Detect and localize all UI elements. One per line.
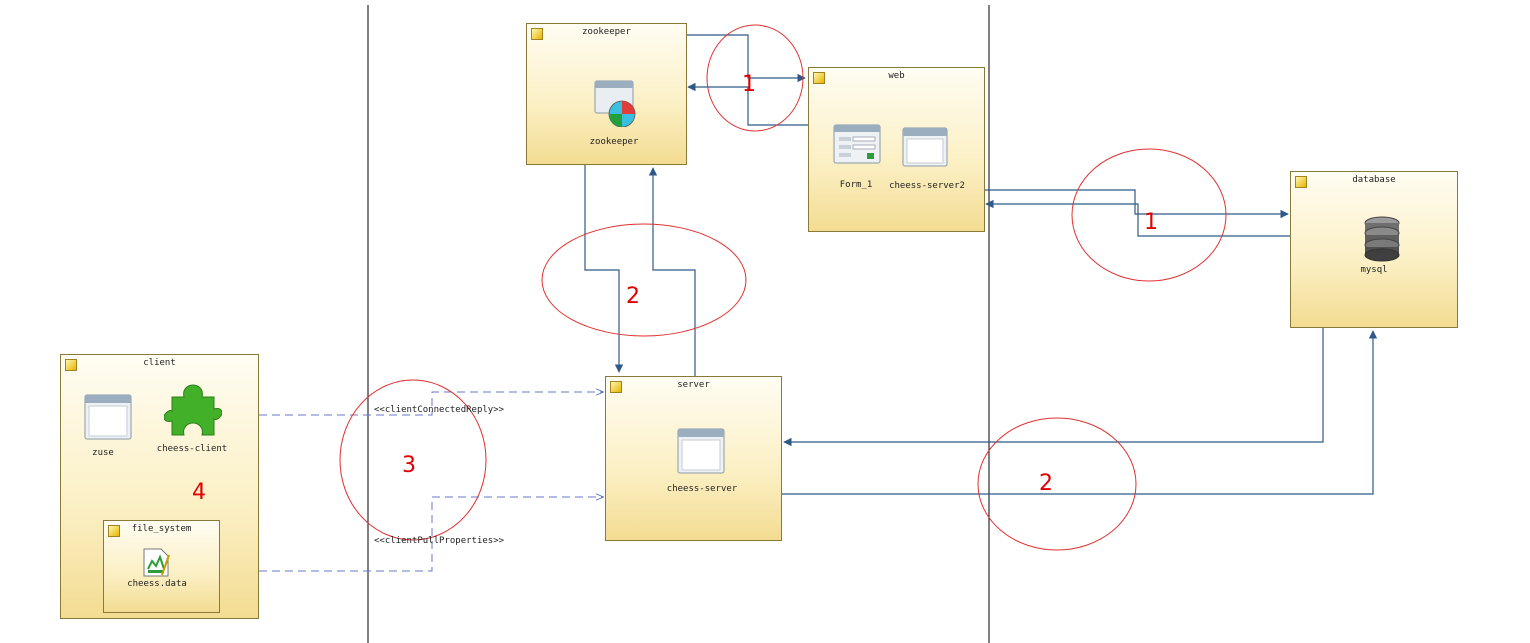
dependency-client-pull-properties[interactable] (259, 497, 603, 572)
annotation-ellipse-2-bottom (977, 417, 1137, 551)
connector-web-to-database[interactable] (985, 189, 1289, 219)
node-icon (65, 359, 77, 371)
dependency-client-connected-reply[interactable] (259, 392, 603, 416)
connector-zookeeper-to-server[interactable] (584, 165, 624, 373)
node-icon (610, 381, 622, 393)
window-icon[interactable] (676, 427, 728, 477)
annotation-ellipse-1-right (1071, 148, 1227, 282)
pie-chart-window-icon[interactable] (593, 79, 641, 127)
node-client[interactable]: client zuse cheess-client file_system ch… (60, 354, 259, 619)
stereotype-client-connected-reply: <<clientConnectedReply>> (374, 405, 505, 415)
node-server[interactable]: server cheess-server (605, 376, 782, 541)
database-icon[interactable] (1362, 215, 1402, 263)
node-icon (108, 525, 120, 537)
annotation-number: 1 (742, 72, 756, 97)
connector-database-to-web[interactable] (985, 199, 1290, 237)
annotation-number: 2 (1039, 471, 1053, 496)
connector-zookeeper-to-web[interactable] (687, 34, 806, 83)
node-title: server (677, 380, 710, 390)
node-database[interactable]: database mysql (1290, 171, 1458, 328)
connector-server-to-zookeeper[interactable] (648, 167, 696, 376)
form-window-icon[interactable] (833, 124, 881, 166)
node-title: file_system (131, 524, 192, 534)
component-label: cheess-client (156, 444, 228, 454)
annotation-number: 1 (1144, 210, 1158, 235)
node-title: client (143, 358, 176, 368)
connector-server-to-database[interactable] (782, 330, 1378, 495)
file-chart-icon[interactable] (142, 547, 172, 579)
connector-database-to-server[interactable] (783, 327, 1324, 447)
connector-web-to-zookeeper[interactable] (687, 82, 810, 126)
component-label: cheess-server2 (889, 181, 965, 191)
window-icon[interactable] (83, 393, 135, 443)
node-title: web (888, 71, 905, 81)
puzzle-piece-icon[interactable] (164, 383, 222, 441)
window-icon[interactable] (901, 126, 953, 170)
node-icon (813, 72, 825, 84)
node-icon (1295, 176, 1307, 188)
component-label: mysql (1360, 265, 1388, 275)
stereotype-client-pull-properties: <<clientPullProperties>> (374, 536, 505, 546)
annotation-number: 2 (626, 284, 640, 309)
node-title: zookeeper (582, 27, 631, 37)
component-label: cheess-server (666, 484, 738, 494)
node-zookeeper[interactable]: zookeeper zookeeper (526, 23, 687, 165)
annotation-ellipse-2-center (541, 223, 747, 337)
annotation-number: 3 (402, 453, 416, 478)
component-label: zookeeper (589, 137, 639, 147)
node-title: database (1352, 175, 1396, 185)
node-web[interactable]: web Form_1 cheess-server2 (808, 67, 985, 232)
annotation-ellipse-1-top (706, 24, 804, 132)
node-icon (531, 28, 543, 40)
component-label: zuse (92, 448, 114, 458)
component-label: Form_1 (839, 180, 873, 190)
annotation-ellipse-3 (339, 379, 487, 541)
annotation-number: 4 (192, 480, 206, 505)
node-file-system[interactable]: file_system cheess.data (103, 520, 220, 613)
component-label: cheess.data (127, 579, 187, 589)
